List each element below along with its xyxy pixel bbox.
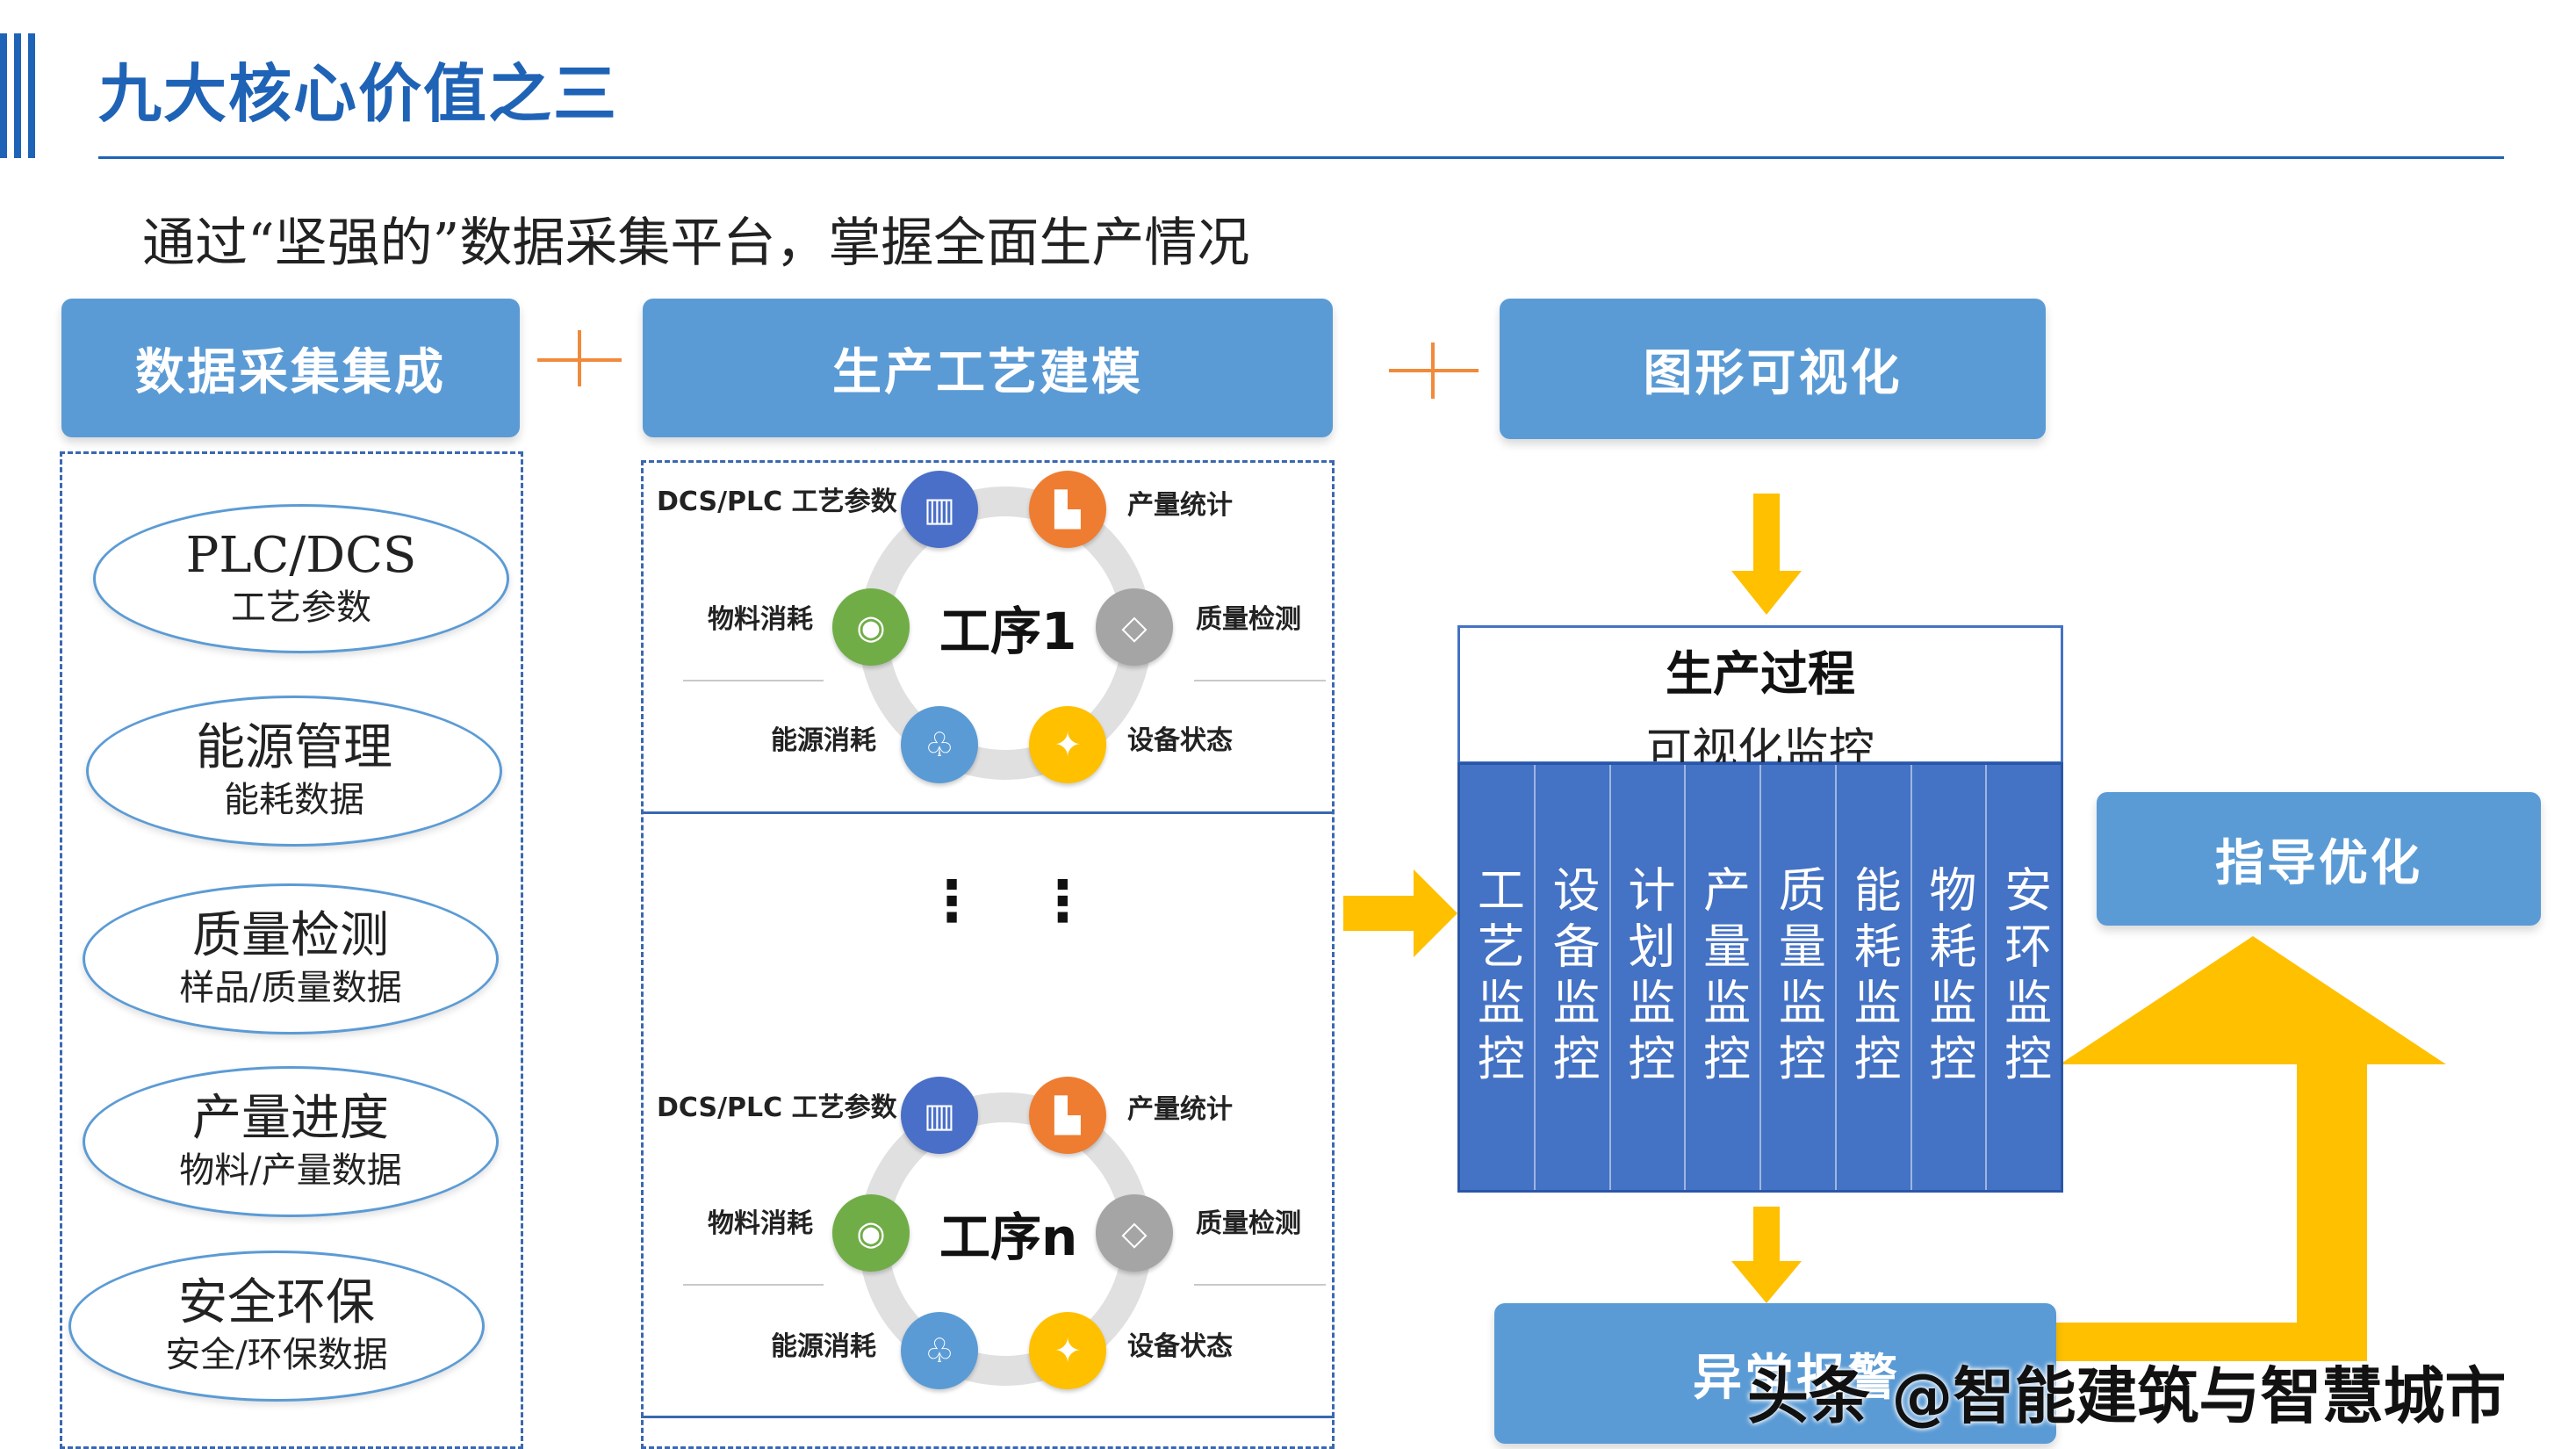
process-n-label-energy: 能源消耗 bbox=[771, 1331, 876, 1362]
monitoring-columns: 工艺监控 设备监控 计划监控 产量监控 质量监控 能耗监控 物耗监控 安环监控 bbox=[1457, 762, 2063, 1193]
monitor-process: 工艺监控 bbox=[1460, 765, 1536, 1190]
arrow-up-guidance-icon bbox=[2046, 936, 2446, 1361]
process-divider-bottom bbox=[641, 1416, 1335, 1418]
title-accent-bar-3 bbox=[28, 33, 35, 158]
data-item-sub: 样品/质量数据 bbox=[179, 968, 402, 1008]
title-accent-bar bbox=[0, 33, 7, 158]
monitor-safety: 安环监控 bbox=[1987, 765, 2061, 1190]
data-item-plc: PLC/DCS 工艺参数 bbox=[93, 504, 509, 653]
data-item-output: 产量进度 物料/产量数据 bbox=[83, 1066, 499, 1217]
arrow-down-icon bbox=[1731, 494, 1802, 615]
process-n-label-equipment: 设备状态 bbox=[1127, 1331, 1233, 1362]
data-item-title: 产量进度 bbox=[192, 1090, 389, 1147]
guidance-box: 指导优化 bbox=[2097, 792, 2541, 926]
alarm-box: 异常报警 bbox=[1494, 1303, 2056, 1444]
monitor-label: 能耗监控 bbox=[1846, 865, 1902, 1090]
monitor-label: 产量监控 bbox=[1695, 865, 1751, 1090]
monitor-energy: 能耗监控 bbox=[1837, 765, 1912, 1190]
data-item-sub: 工艺参数 bbox=[231, 588, 371, 628]
monitor-material: 物耗监控 bbox=[1912, 765, 1988, 1190]
tool-icon: ✦ bbox=[1029, 706, 1106, 783]
process-1-label-dcs: DCS/PLC 工艺参数 bbox=[657, 487, 897, 517]
data-items-panel bbox=[60, 451, 523, 1449]
diamond-icon: ◇ bbox=[1096, 1194, 1173, 1272]
monitor-quality: 质量监控 bbox=[1761, 765, 1837, 1190]
plus-icon-2-v bbox=[1431, 342, 1435, 399]
material-icon: ◉ bbox=[832, 1194, 910, 1272]
page-title: 九大核心价值之三 bbox=[98, 57, 619, 131]
separator bbox=[683, 1284, 824, 1286]
data-item-sub: 安全/环保数据 bbox=[165, 1335, 388, 1375]
process-1-label-equipment: 设备状态 bbox=[1127, 725, 1233, 756]
monitor-label: 工艺监控 bbox=[1469, 865, 1525, 1090]
diamond-icon: ◇ bbox=[1096, 588, 1173, 666]
process-modeling-header: 生产工艺建模 bbox=[643, 299, 1333, 437]
process-n-center: 工序n bbox=[939, 1208, 1078, 1267]
monitor-equipment: 设备监控 bbox=[1536, 765, 1611, 1190]
monitor-label: 设备监控 bbox=[1544, 865, 1601, 1090]
separator bbox=[683, 680, 824, 681]
monitoring-title: 生产过程 bbox=[1666, 646, 1855, 702]
monitor-label: 计划监控 bbox=[1619, 865, 1675, 1090]
tree-icon: ♧ bbox=[901, 1312, 978, 1389]
process-divider-top bbox=[641, 811, 1335, 814]
data-item-sub: 物料/产量数据 bbox=[179, 1150, 402, 1191]
page-subtitle: 通过“坚强的”数据采集平台，掌握全面生产情况 bbox=[142, 213, 1250, 274]
data-item-quality: 质量检测 样品/质量数据 bbox=[83, 883, 499, 1034]
plus-icon-1-v bbox=[578, 330, 581, 386]
monitoring-header: 生产过程 可视化监控 bbox=[1457, 625, 2063, 777]
data-item-energy: 能源管理 能耗数据 bbox=[86, 696, 502, 847]
material-icon: ◉ bbox=[832, 588, 910, 666]
data-item-title: 能源管理 bbox=[196, 719, 392, 776]
data-collection-header-label: 数据采集集成 bbox=[135, 343, 446, 401]
industry-icon: ▙ bbox=[1029, 471, 1106, 548]
guidance-label: 指导优化 bbox=[2215, 834, 2422, 892]
process-n-label-dcs: DCS/PLC 工艺参数 bbox=[657, 1092, 897, 1123]
process-1-label-energy: 能源消耗 bbox=[771, 725, 876, 756]
title-rule bbox=[98, 156, 2504, 159]
factory-icon: ▥ bbox=[901, 1077, 978, 1154]
monitor-label: 质量监控 bbox=[1770, 865, 1826, 1090]
process-ellipsis: ⋮ ⋮ bbox=[924, 869, 1109, 934]
process-1-label-quality: 质量检测 bbox=[1196, 604, 1301, 635]
arrow-down-icon-2 bbox=[1731, 1207, 1802, 1303]
tool-icon: ✦ bbox=[1029, 1312, 1106, 1389]
arrow-right-icon bbox=[1343, 869, 1457, 957]
process-n-label-material: 物料消耗 bbox=[708, 1208, 813, 1239]
data-item-title: PLC/DCS bbox=[185, 527, 417, 584]
alarm-label: 异常报警 bbox=[1693, 1349, 1900, 1407]
tree-icon: ♧ bbox=[901, 706, 978, 783]
watermark: 头条 @智能建筑与智慧城市 bbox=[1747, 1360, 2507, 1432]
monitor-output: 产量监控 bbox=[1686, 765, 1761, 1190]
monitor-plan: 计划监控 bbox=[1611, 765, 1687, 1190]
process-1-label-output: 产量统计 bbox=[1127, 490, 1233, 521]
title-accent-bar-2 bbox=[14, 33, 21, 158]
monitor-label: 物耗监控 bbox=[1920, 865, 1976, 1090]
process-n-label-output: 产量统计 bbox=[1127, 1094, 1233, 1125]
process-1-label-material: 物料消耗 bbox=[708, 604, 813, 635]
graphic-visualization-header-label: 图形可视化 bbox=[1643, 344, 1903, 402]
process-1-center: 工序1 bbox=[939, 602, 1077, 661]
factory-icon: ▥ bbox=[901, 471, 978, 548]
process-panel bbox=[641, 460, 1335, 1449]
process-n-label-quality: 质量检测 bbox=[1196, 1208, 1301, 1239]
data-item-sub: 能耗数据 bbox=[224, 780, 364, 820]
separator bbox=[1194, 680, 1326, 681]
monitor-label: 安环监控 bbox=[1996, 865, 2052, 1090]
separator bbox=[1194, 1284, 1326, 1286]
data-item-safety: 安全环保 安全/环保数据 bbox=[68, 1251, 485, 1402]
data-item-title: 安全环保 bbox=[178, 1274, 375, 1331]
data-collection-header: 数据采集集成 bbox=[61, 299, 520, 437]
data-item-title: 质量检测 bbox=[192, 907, 389, 964]
process-modeling-header-label: 生产工艺建模 bbox=[832, 343, 1143, 401]
industry-icon: ▙ bbox=[1029, 1077, 1106, 1154]
graphic-visualization-header: 图形可视化 bbox=[1500, 299, 2046, 439]
